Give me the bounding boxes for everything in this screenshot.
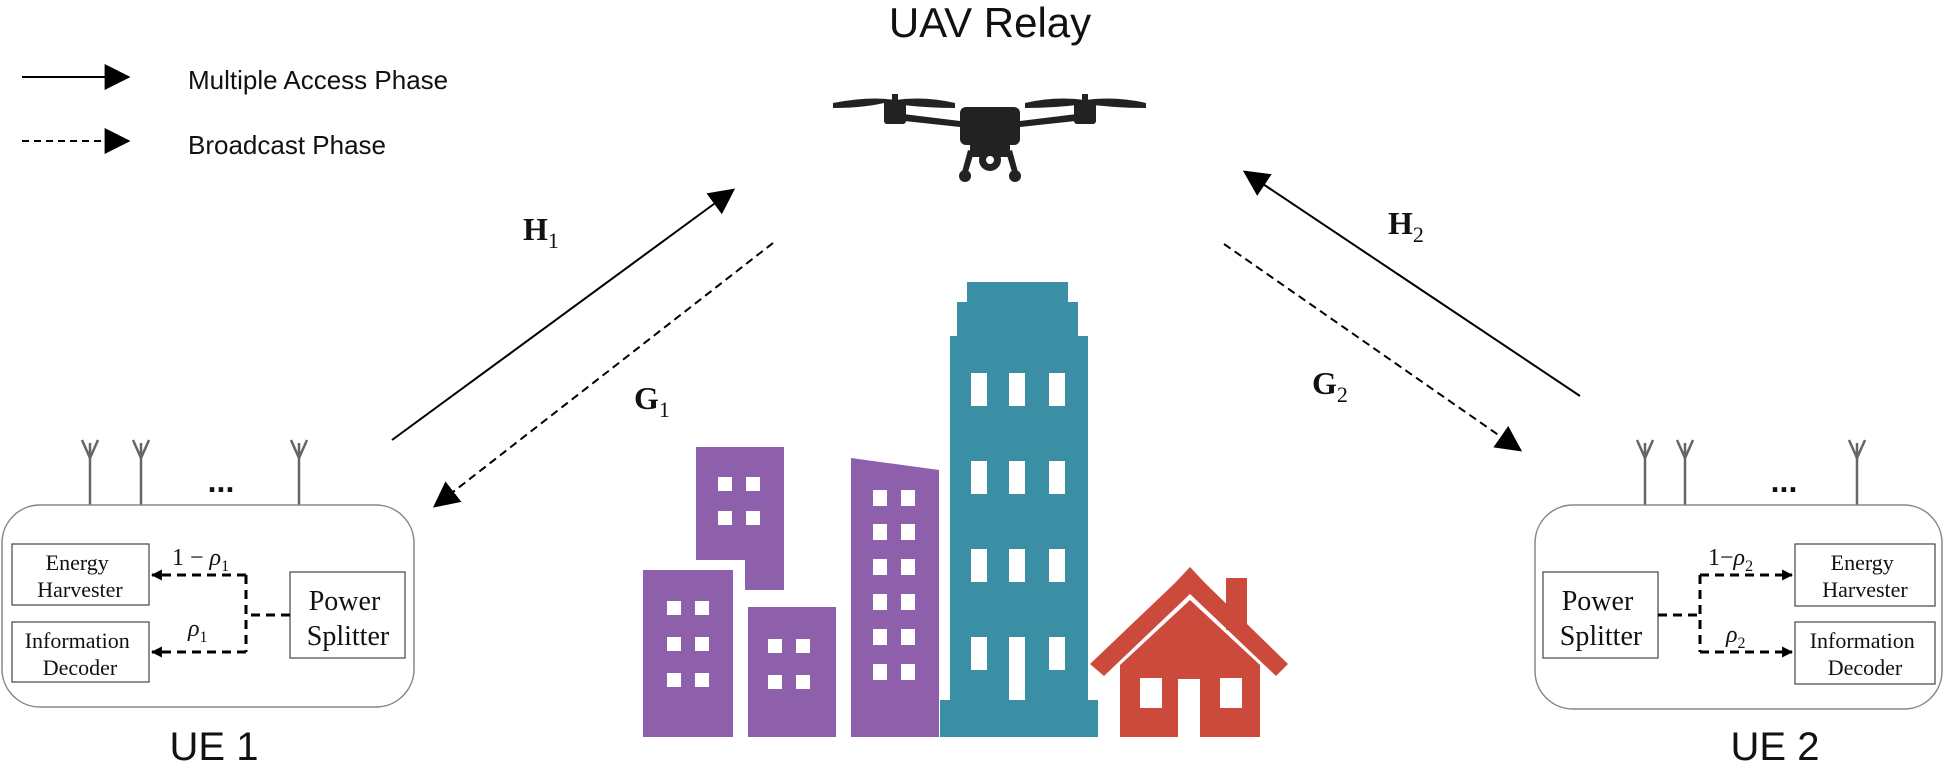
ue1-energy-harvester-line2: Harvester	[37, 577, 123, 602]
ue2-information-decoder-line2: Decoder	[1828, 655, 1903, 680]
antenna-icon	[80, 439, 100, 505]
ue1-antenna-dots: ...	[208, 463, 235, 499]
ue1-energy-harvester-box	[11, 543, 150, 606]
label-h1-sub: 1	[548, 228, 559, 253]
label-g1: G1	[634, 380, 670, 422]
diagram-title: UAV Relay	[889, 0, 1091, 46]
ue1-rho-top-symbol: ρ	[209, 545, 222, 571]
house-icon	[1090, 567, 1288, 737]
ue2-energy-harvester-line1: Energy	[1831, 550, 1894, 575]
link-g1-arrow	[432, 242, 774, 508]
ue1-power-splitter-line1: Power	[309, 586, 381, 617]
ue2-power-splitter-label: Power Splitter	[1560, 586, 1643, 652]
ue2-rho-bottom-sub: 2	[1738, 635, 1746, 652]
building-icon	[696, 447, 784, 590]
legend-solid-label: Multiple Access Phase	[188, 65, 448, 95]
ue1-label: UE 1	[170, 725, 259, 767]
ue1-rho-bottom-sub: 1	[200, 629, 208, 646]
label-h2-main: H	[1388, 205, 1413, 241]
ue1-split-paths	[150, 569, 290, 658]
label-g1-sub: 1	[659, 397, 670, 422]
ue2-rho-top-sub: 2	[1745, 558, 1753, 575]
ue2-rho-bottom: ρ2	[1725, 622, 1746, 652]
ue2-rho-bottom-symbol: ρ	[1725, 622, 1738, 648]
ue2-power-splitter-line2: Splitter	[1560, 621, 1643, 652]
ue2-device: ... Power Splitter Energy Harvester Info…	[1534, 439, 1943, 767]
ue2-rho-top: 1−ρ2	[1708, 545, 1753, 575]
antenna-icon	[1675, 439, 1695, 505]
ue1-rho-top-prefix: 1 −	[172, 545, 210, 571]
label-g2-main: G	[1312, 365, 1337, 401]
ue2-information-decoder-label: Information Decoder	[1810, 628, 1921, 680]
ue1-rho-top: 1 − ρ1	[172, 545, 229, 575]
ue1-device: ... Energy Harvester Information Decoder…	[1, 439, 415, 767]
ue2-antennas	[1635, 439, 1867, 505]
ue1-information-decoder-box	[11, 621, 150, 683]
antenna-icon	[131, 439, 151, 505]
ue2-energy-harvester-line2: Harvester	[1822, 577, 1908, 602]
ue1-antennas	[80, 439, 309, 505]
ue2-energy-harvester-box	[1794, 543, 1936, 607]
building-icon	[940, 282, 1098, 737]
ue2-power-splitter-line1: Power	[1562, 586, 1634, 617]
ue1-energy-harvester-label: Energy Harvester	[37, 550, 123, 602]
ue1-power-splitter-box	[289, 571, 406, 659]
antenna-icon	[1635, 439, 1655, 505]
link-g2-arrow	[1223, 243, 1523, 452]
label-h1: H1	[523, 211, 559, 253]
ue2-power-splitter-box	[1542, 571, 1659, 659]
ue1-power-splitter-label: Power Splitter	[307, 586, 390, 652]
ue2-split-paths	[1658, 569, 1794, 658]
label-g2: G2	[1312, 365, 1348, 407]
antenna-icon	[289, 439, 309, 505]
ue2-rho-top-prefix: 1−	[1708, 545, 1734, 571]
building-icon	[748, 607, 836, 737]
building-icon	[851, 458, 939, 737]
city-illustration	[643, 282, 1288, 737]
ue1-rho-top-sub: 1	[221, 558, 229, 575]
ue1-information-decoder-label: Information Decoder	[25, 628, 136, 680]
label-h1-main: H	[523, 211, 548, 247]
link-h1-arrow	[391, 188, 736, 441]
ue1-rho-bottom: ρ1	[187, 616, 208, 646]
label-h2: H2	[1388, 205, 1424, 247]
ue1-rho-bottom-symbol: ρ	[187, 616, 200, 642]
legend-dashed-label: Broadcast Phase	[188, 130, 386, 160]
ue1-power-splitter-line2: Splitter	[307, 621, 390, 652]
legend: Multiple Access Phase Broadcast Phase	[22, 64, 448, 160]
link-h2-arrow	[1242, 170, 1581, 397]
ue2-rho-top-symbol: ρ	[1733, 545, 1746, 571]
ue2-information-decoder-line1: Information	[1810, 628, 1915, 653]
ue2-information-decoder-box	[1794, 621, 1936, 685]
ue1-energy-harvester-line1: Energy	[46, 550, 109, 575]
label-g1-main: G	[634, 380, 659, 416]
building-icon	[643, 570, 733, 737]
label-h2-sub: 2	[1413, 222, 1424, 247]
label-g2-sub: 2	[1337, 382, 1348, 407]
ue2-energy-harvester-label: Energy Harvester	[1822, 550, 1908, 602]
drone-icon	[833, 94, 1146, 182]
ue1-information-decoder-line2: Decoder	[43, 655, 118, 680]
antenna-icon	[1847, 439, 1867, 505]
ue1-information-decoder-line1: Information	[25, 628, 130, 653]
ue2-antenna-dots: ...	[1771, 463, 1798, 499]
ue2-label: UE 2	[1731, 725, 1820, 767]
